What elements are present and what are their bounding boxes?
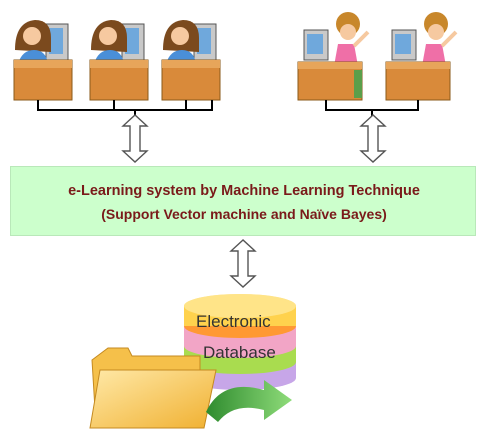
database-stack-icon xyxy=(184,294,296,390)
sync-arrow-icon xyxy=(206,380,292,422)
learner-icon xyxy=(161,20,221,101)
learner-1 xyxy=(13,20,73,101)
learner-3 xyxy=(161,20,221,101)
cheering-person-at-computer-icon xyxy=(297,12,370,101)
right-connector-line xyxy=(325,100,419,116)
system-title: e-Learning system by Machine Learning Te… xyxy=(68,183,420,199)
system-subtitle: (Support Vector machine and Naïve Bayes) xyxy=(101,206,387,222)
learner-icon xyxy=(89,20,149,101)
elearning-system-box: e-Learning system by Machine Learning Te… xyxy=(10,166,476,236)
learner-2 xyxy=(89,20,149,101)
teacher-2 xyxy=(385,12,458,101)
double-headed-arrow-icon xyxy=(121,114,149,163)
left-connector-line xyxy=(37,100,213,116)
double-headed-arrow-icon xyxy=(359,114,387,163)
database-label-line1: Electronic xyxy=(196,312,271,331)
learner-group-left xyxy=(13,20,221,116)
teacher-1 xyxy=(297,12,370,101)
database-label-line2: Database xyxy=(203,343,276,362)
cheering-person-at-computer-icon xyxy=(385,12,458,101)
double-headed-arrow-icon xyxy=(229,239,257,288)
learner-icon xyxy=(13,20,73,101)
folder-icon xyxy=(89,347,217,429)
teacher-group-right xyxy=(297,12,458,116)
